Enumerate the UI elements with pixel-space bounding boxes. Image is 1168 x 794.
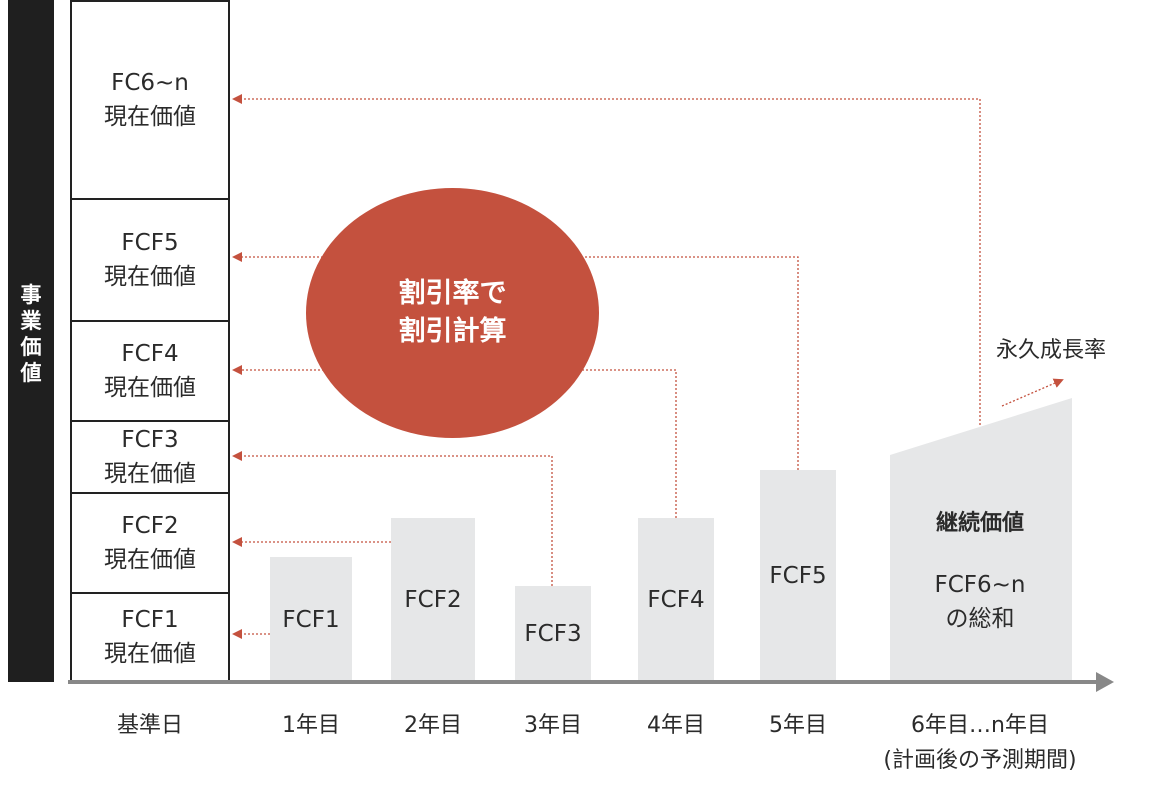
fcf5-bar: FCF5 (760, 470, 836, 682)
perpetual-growth-label: 永久成長率 (996, 338, 1107, 363)
fcf4-bar: FCF4 (638, 518, 714, 682)
axis-label-forecast-note: (計画後の予測期間) (883, 748, 1077, 773)
fcf1-bar: FCF1 (270, 557, 352, 682)
time-axis-arrowhead (1096, 672, 1114, 692)
axis-label-year3: 3年目 (524, 713, 582, 738)
enterprise-value-bar (8, 0, 54, 682)
fcf3-bar: FCF3 (515, 586, 591, 682)
axis-label-year2: 2年目 (404, 713, 462, 738)
axis-label-year4: 4年目 (647, 713, 705, 738)
axis-label-year5: 5年目 (769, 713, 827, 738)
discount-circle: 割引率で 割引計算 (306, 188, 599, 438)
arrow-fcf4 (232, 365, 677, 518)
growth-arrow (1001, 378, 1064, 407)
arrow-fc6n (232, 94, 981, 425)
terminal-value-shape (890, 398, 1072, 682)
terminal-value-description: FCF6~n の総和 (934, 572, 1026, 632)
axis-label-forecast-period: 6年目…n年目 (911, 713, 1049, 738)
enterprise-value-label: 事 業 価 値 (20, 283, 42, 385)
axis-label-year1: 1年目 (282, 713, 340, 738)
axis-label-base: 基準日 (116, 713, 183, 738)
terminal-value-title: 継続価値 (935, 511, 1024, 536)
arrow-fcf3 (232, 451, 553, 586)
fcf2-bar: FCF2 (391, 518, 475, 682)
